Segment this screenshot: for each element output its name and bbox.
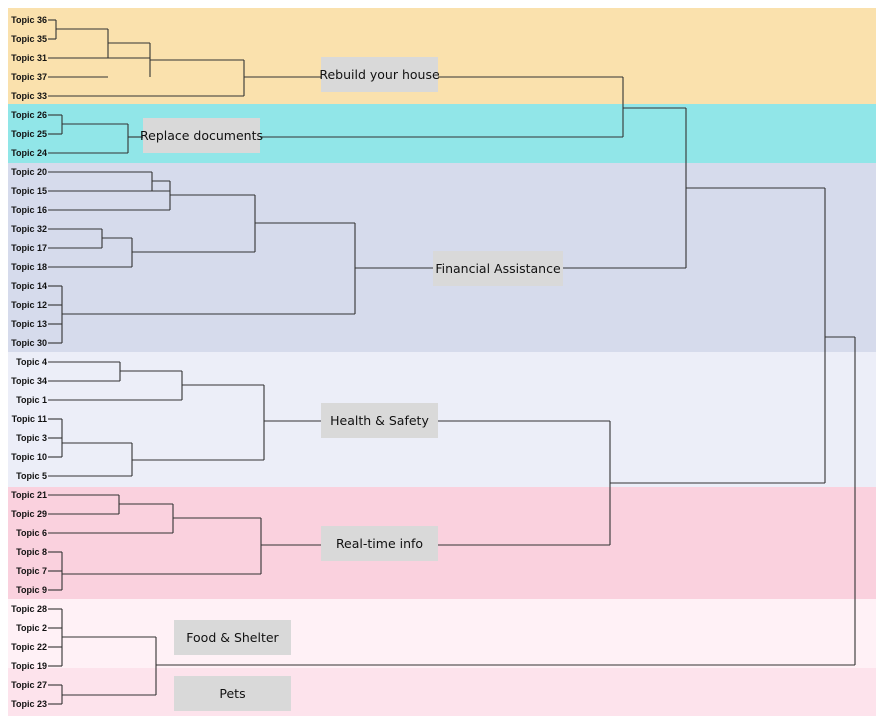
cluster-rebuild-your-house: Rebuild your house (319, 57, 440, 92)
leaf-label: Topic 6 (16, 528, 47, 538)
leaf-label: Topic 18 (11, 262, 47, 272)
leaf-label: Topic 27 (11, 680, 47, 690)
leaf-label: Topic 11 (12, 414, 47, 424)
leaf-label: Topic 22 (11, 642, 47, 652)
cluster-pets: Pets (174, 676, 291, 711)
leaf-label: Topic 13 (11, 319, 47, 329)
leaf-label: Topic 7 (16, 566, 47, 576)
leaf-label: Topic 20 (11, 167, 47, 177)
cluster-box (174, 676, 291, 711)
leaf-label: Topic 21 (11, 490, 47, 500)
band-documents (8, 104, 876, 163)
leaf-label: Topic 10 (11, 452, 47, 462)
cluster-box (143, 118, 260, 153)
band-rebuild (8, 8, 876, 104)
leaf-label: Topic 37 (11, 72, 47, 82)
cluster-label: Pets (219, 686, 245, 701)
cluster-box (321, 526, 438, 561)
leaf-label: Topic 33 (11, 91, 47, 101)
band-layer (8, 8, 876, 716)
band-realtime (8, 487, 876, 599)
leaf-label: Topic 5 (16, 471, 47, 481)
tree-lines (48, 19, 856, 705)
leaf-label: Topic 14 (11, 281, 47, 291)
leaf-label: Topic 17 (11, 243, 47, 253)
cluster-health-safety: Health & Safety (321, 403, 438, 438)
band-health (8, 352, 876, 487)
leaf-label: Topic 24 (11, 148, 47, 158)
leaf-label: Topic 15 (11, 186, 47, 196)
cluster-label: Food & Shelter (186, 630, 279, 645)
leaf-label: Topic 28 (11, 604, 47, 614)
leaf-label: Topic 12 (11, 300, 47, 310)
band-food (8, 599, 876, 668)
leaf-label: Topic 19 (11, 661, 47, 671)
leaf-label: Topic 4 (16, 357, 47, 367)
cluster-label: Financial Assistance (435, 261, 561, 276)
cluster-financial-assistance: Financial Assistance (433, 251, 563, 286)
leaf-label: Topic 30 (11, 338, 47, 348)
cluster-label: Health & Safety (330, 413, 429, 428)
leaf-label: Topic 31 (11, 53, 47, 63)
cluster-label: Rebuild your house (319, 67, 440, 82)
leaf-label: Topic 35 (11, 34, 47, 44)
leaf-label: Topic 9 (16, 585, 47, 595)
leaf-label: Topic 34 (11, 376, 47, 386)
leaf-label: Topic 25 (11, 129, 47, 139)
leaf-labels: Topic 36 Topic 35 Topic 31 Topic 37 Topic 33… (11, 15, 47, 709)
leaf-label: Topic 3 (16, 433, 47, 443)
leaf-label: Topic 16 (11, 205, 47, 215)
leaf-label: Topic 29 (11, 509, 47, 519)
cluster-box (433, 251, 563, 286)
cluster-label: Real-time info (336, 536, 423, 551)
cluster-replace-documents: Replace documents (140, 118, 263, 153)
leaf-label: Topic 36 (11, 15, 47, 25)
cluster-box (174, 620, 291, 655)
leaf-label: Topic 2 (16, 623, 47, 633)
leaf-label: Topic 23 (11, 699, 47, 709)
cluster-box (321, 57, 438, 92)
leaf-label: Topic 32 (11, 224, 47, 234)
cluster-real-time-info: Real-time info (321, 526, 438, 561)
band-pets (8, 668, 876, 716)
cluster-label: Replace documents (140, 128, 263, 143)
leaf-label: Topic 8 (16, 547, 47, 557)
leaf-label: Topic 1 (16, 395, 47, 405)
leaf-label: Topic 26 (11, 110, 47, 120)
cluster-box (321, 403, 438, 438)
cluster-food-shelter: Food & Shelter (174, 620, 291, 655)
